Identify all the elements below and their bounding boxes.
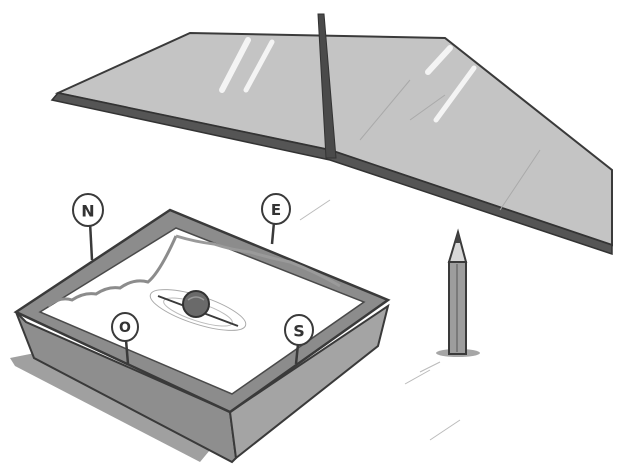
flag-north: N <box>73 194 103 260</box>
cork <box>183 291 209 317</box>
tray <box>16 210 388 462</box>
pencil <box>436 232 480 357</box>
flag-east: E <box>262 194 290 244</box>
window-panel <box>52 14 612 254</box>
flag-south-label: S <box>293 322 305 341</box>
window-glass <box>58 33 612 245</box>
flag-west-label: O <box>119 320 131 336</box>
flag-north-label: N <box>81 202 94 221</box>
flag-east-label: E <box>271 201 281 219</box>
